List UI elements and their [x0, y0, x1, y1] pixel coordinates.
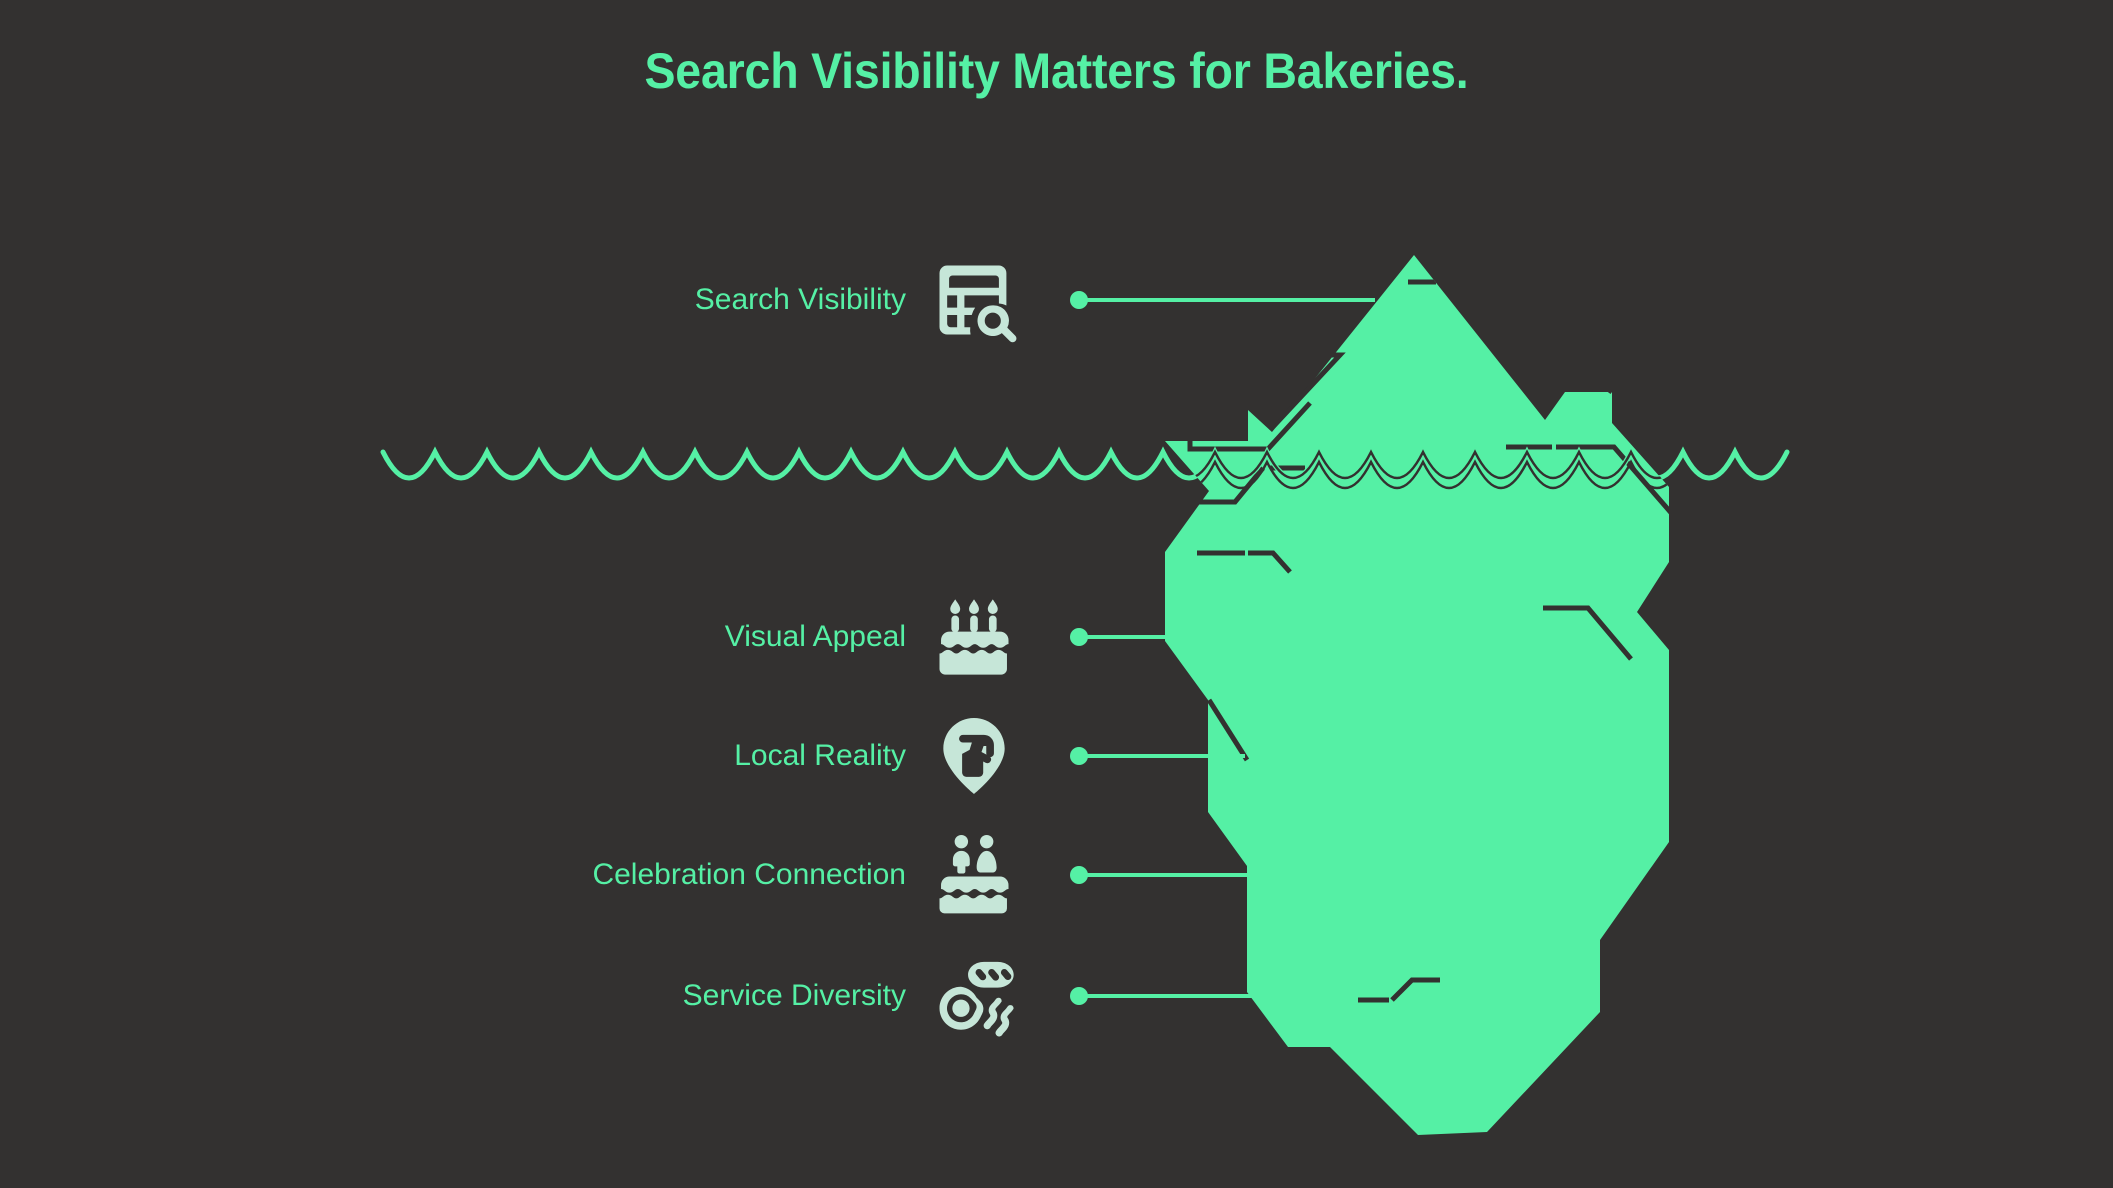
page-title: Search Visibility Matters for Bakeries.	[644, 43, 1469, 99]
legend-item-local-reality[interactable]: Local Reality	[0, 703, 1020, 809]
connector-visual-appeal	[1070, 628, 1205, 646]
wedding-cake-icon	[928, 829, 1020, 921]
waterline-waves	[380, 446, 1790, 490]
legend-label-local-reality: Local Reality	[734, 739, 906, 772]
legend-label-search-visibility: Search Visibility	[694, 283, 906, 316]
legend-item-visual-appeal[interactable]: Visual Appeal	[0, 584, 1020, 690]
connector-search-visibility	[1070, 291, 1375, 309]
legend-label-celebration-connection: Celebration Connection	[592, 858, 906, 891]
map-pin-cup-icon	[928, 710, 1020, 802]
legend-label-service-diversity: Service Diversity	[682, 979, 906, 1012]
breakfast-icon	[928, 950, 1020, 1042]
connector-lines	[1070, 291, 1375, 1005]
iceberg-cracks	[1185, 279, 1669, 1003]
connector-service-diversity	[1070, 987, 1302, 1005]
birthday-cake-icon	[928, 591, 1020, 683]
legend-item-celebration-connection[interactable]: Celebration Connection	[0, 822, 1020, 928]
iceberg-shape	[1165, 255, 1669, 1135]
legend-label-visual-appeal: Visual Appeal	[724, 620, 906, 653]
connector-celebration-connection	[1070, 866, 1272, 884]
table-search-icon	[928, 254, 1020, 346]
connector-local-reality	[1070, 747, 1245, 765]
legend-item-service-diversity[interactable]: Service Diversity	[0, 943, 1020, 1049]
legend-item-search-visibility[interactable]: Search Visibility	[0, 247, 1020, 353]
